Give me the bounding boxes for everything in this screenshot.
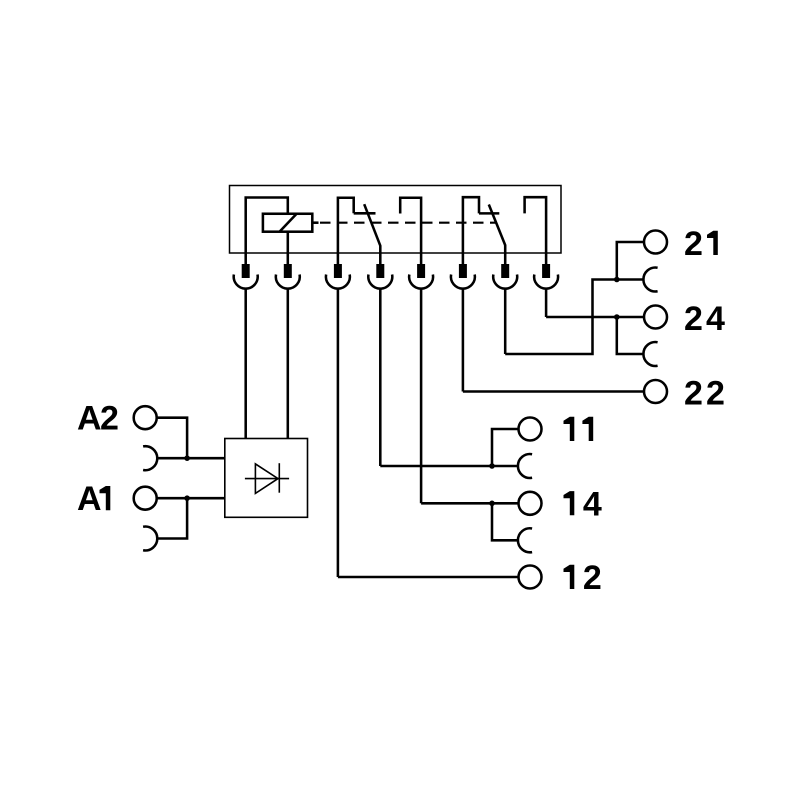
svg-text:2: 2 xyxy=(706,375,725,413)
svg-text:2: 2 xyxy=(684,300,703,338)
svg-text:A: A xyxy=(77,400,102,438)
svg-text:2: 2 xyxy=(684,225,703,263)
svg-text:4: 4 xyxy=(706,300,725,338)
svg-text:2: 2 xyxy=(583,559,602,597)
svg-text:2: 2 xyxy=(684,375,703,413)
svg-text:2: 2 xyxy=(100,400,119,438)
svg-text:A: A xyxy=(77,480,102,518)
svg-text:4: 4 xyxy=(583,485,602,523)
